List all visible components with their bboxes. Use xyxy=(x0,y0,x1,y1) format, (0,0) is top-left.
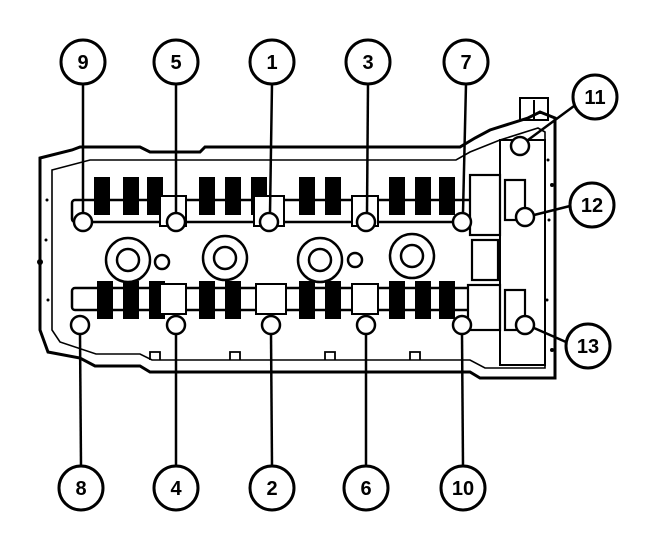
bolt-7 xyxy=(451,211,473,233)
svg-text:4: 4 xyxy=(170,478,182,500)
svg-text:12: 12 xyxy=(581,195,603,217)
svg-text:3: 3 xyxy=(362,52,373,74)
svg-text:1: 1 xyxy=(266,52,277,74)
bolt-6 xyxy=(355,314,377,336)
bolt-4 xyxy=(165,314,187,336)
svg-text:9: 9 xyxy=(77,52,88,74)
callout-1: 1 xyxy=(248,38,296,86)
svg-text:10: 10 xyxy=(452,478,474,500)
bolt-9 xyxy=(72,211,94,233)
callout-4: 4 xyxy=(152,464,200,512)
callout-8: 8 xyxy=(57,464,105,512)
svg-text:11: 11 xyxy=(584,87,605,109)
callout-12: 12 xyxy=(568,181,616,229)
bolt-1 xyxy=(258,211,280,233)
svg-text:6: 6 xyxy=(360,478,371,500)
gasket-texture xyxy=(37,158,554,352)
cylinder-head-outline xyxy=(38,97,557,380)
svg-text:7: 7 xyxy=(460,52,471,74)
head-bottom-detail xyxy=(149,351,421,360)
spark-plug-wells xyxy=(104,232,436,284)
callout-9: 9 xyxy=(59,38,107,86)
callout-5: 5 xyxy=(152,38,200,86)
bolt-12 xyxy=(514,206,536,228)
svg-text:2: 2 xyxy=(266,478,277,500)
bolt-10 xyxy=(451,314,473,336)
cam-sprocket-housing xyxy=(466,173,527,332)
svg-text:8: 8 xyxy=(75,478,86,500)
bolt-13 xyxy=(514,314,536,336)
bolt-8 xyxy=(69,314,91,336)
head-bolts xyxy=(69,135,536,336)
callout-3: 3 xyxy=(344,38,392,86)
bolt-2 xyxy=(260,314,282,336)
callout-6: 6 xyxy=(342,464,390,512)
callout-11: 11 xyxy=(571,73,619,121)
leader-lines xyxy=(78,83,575,467)
callout-2: 2 xyxy=(248,464,296,512)
bolt-3 xyxy=(355,211,377,233)
svg-text:13: 13 xyxy=(577,336,599,358)
callout-13: 13 xyxy=(564,322,612,370)
svg-text:5: 5 xyxy=(170,52,181,74)
callout-7: 7 xyxy=(442,38,490,86)
callout-10: 10 xyxy=(439,464,487,512)
bolt-11 xyxy=(509,135,531,157)
callouts: 9 5 1 3 7 11 12 13 xyxy=(57,38,619,512)
bolt-5 xyxy=(165,211,187,233)
